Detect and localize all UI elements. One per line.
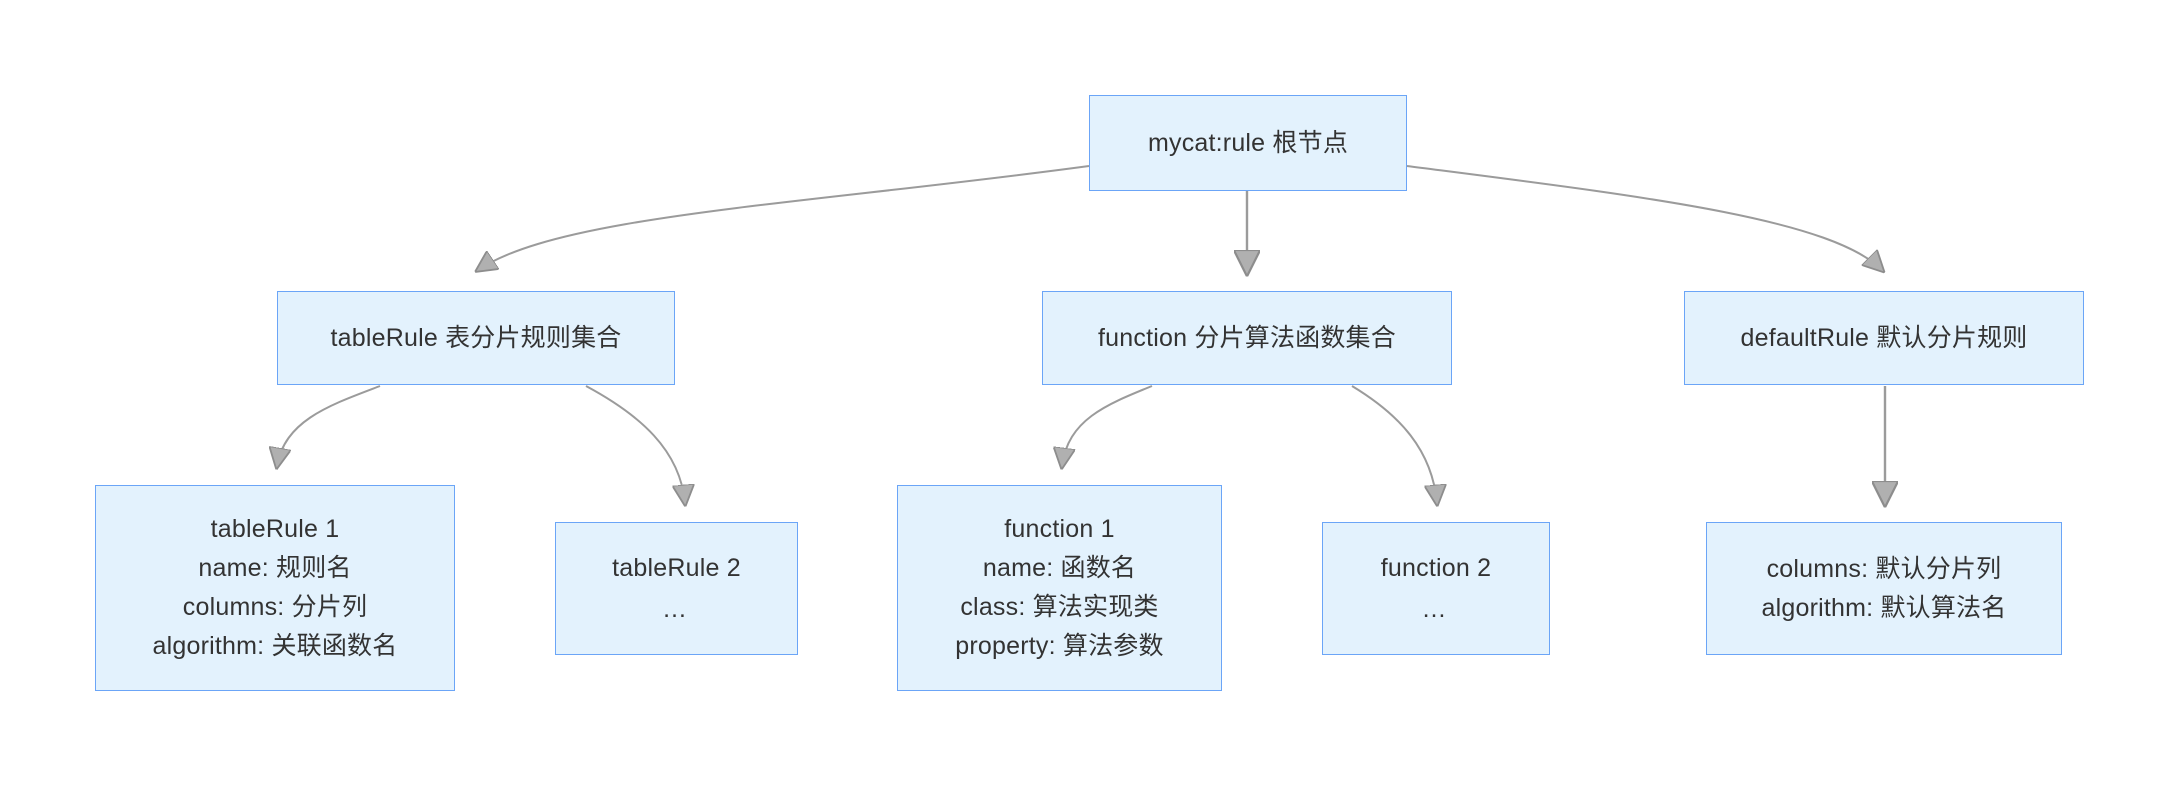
node-defaultrule-detail-line-1: algorithm: 默认算法名 [1761,593,2007,622]
edge-root-to-tablerule-group [478,165,1090,270]
node-tablerule-2-line-0: tableRule 2 [612,553,741,582]
node-root-line-0: mycat:rule 根节点 [1147,128,1349,157]
node-function-2-line-0: function 2 [1380,553,1492,582]
edge-function-group-to-function-2 [1351,385,1437,503]
node-function-1-line-1: name: 函数名 [982,554,1137,582]
node-defaultrule-group[interactable]: defaultRule 默认分片规则 [1684,291,2084,385]
node-tablerule-1-line-1: name: 规则名 [198,554,352,582]
node-function-2-ellipsis: … [1421,594,1451,623]
edge-tablerule-group-to-tablerule-1 [277,385,381,466]
edge-root-to-defaultrule-group [1406,165,1882,270]
node-defaultrule-detail[interactable]: columns: 默认分片列 algorithm: 默认算法名 [1706,522,2062,655]
node-function-1-line-0: function 1 [1004,515,1115,543]
node-tablerule-2[interactable]: tableRule 2 … [555,522,798,655]
node-defaultrule-group-line-0: defaultRule 默认分片规则 [1740,323,2028,352]
node-tablerule-2-ellipsis: … [662,594,691,623]
node-root[interactable]: mycat:rule 根节点 [1089,95,1407,191]
node-tablerule-1-line-0: tableRule 1 [210,515,340,543]
node-tablerule-1-line-3: algorithm: 关联函数名 [152,632,398,660]
node-tablerule-group-line-0: tableRule 表分片规则集合 [330,323,622,352]
node-function-group-line-0: function 分片算法函数集合 [1098,323,1396,352]
node-function-group[interactable]: function 分片算法函数集合 [1042,291,1452,385]
node-function-2[interactable]: function 2 … [1322,522,1550,655]
node-function-1[interactable]: function 1 name: 函数名 class: 算法实现类 proper… [897,485,1222,691]
node-tablerule-1-line-2: columns: 分片列 [182,593,368,621]
node-tablerule-group[interactable]: tableRule 表分片规则集合 [277,291,675,385]
edge-tablerule-group-to-tablerule-2 [585,385,685,503]
node-function-1-line-3: property: 算法参数 [955,632,1164,660]
node-defaultrule-detail-line-0: columns: 默认分片列 [1766,554,2002,583]
node-function-1-line-2: class: 算法实现类 [960,593,1159,621]
node-tablerule-1[interactable]: tableRule 1 name: 规则名 columns: 分片列 algor… [95,485,455,691]
edge-function-group-to-function-1 [1062,385,1153,466]
